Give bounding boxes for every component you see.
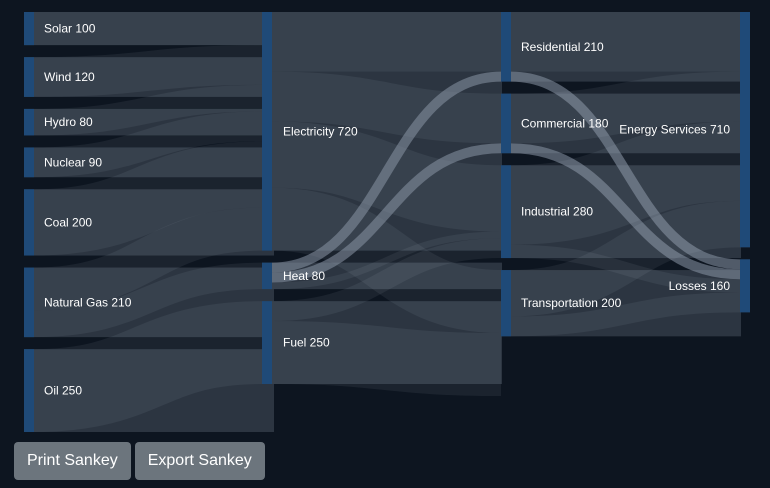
link-wind-to-electricity[interactable]: [33, 45, 263, 97]
node-residential[interactable]: [501, 12, 511, 82]
node-losses[interactable]: [740, 259, 750, 313]
node-industrial[interactable]: [501, 165, 511, 259]
link-natgas-to-electricity[interactable]: [33, 207, 263, 311]
node-label-losses: Losses 160: [669, 279, 731, 293]
node-nuclear[interactable]: [24, 147, 34, 178]
node-label-commercial: Commercial 180: [521, 116, 609, 130]
node-panel-oil: [24, 349, 274, 432]
link-electricity-to-transportation[interactable]: [271, 187, 502, 334]
export-sankey-button[interactable]: Export Sankey: [134, 442, 265, 480]
node-fuel[interactable]: [262, 301, 272, 384]
node-label-electricity: Electricity 720: [283, 124, 358, 138]
node-label-oil: Oil 250: [44, 384, 82, 398]
node-heat[interactable]: [262, 262, 272, 290]
link-heat-to-residential[interactable]: [271, 71, 502, 273]
node-natgas[interactable]: [24, 267, 34, 338]
link-industrial-to-losses[interactable]: [510, 244, 741, 293]
node-label-industrial: Industrial 280: [521, 205, 593, 219]
node-label-coal: Coal 200: [44, 215, 92, 229]
node-label-heat: Heat 80: [283, 269, 325, 283]
node-transportation[interactable]: [501, 270, 511, 337]
link-commercial-to-losses[interactable]: [510, 143, 741, 280]
link-transportation-to-losses[interactable]: [510, 292, 741, 337]
node-panel-nuclear: [24, 147, 274, 178]
node-panel-natgas: [24, 267, 274, 338]
link-residential-to-losses[interactable]: [510, 71, 741, 270]
node-panel-residential: [501, 12, 741, 82]
node-coal[interactable]: [24, 189, 34, 256]
node-label-hydro: Hydro 80: [44, 115, 93, 129]
node-panel-fuel: [262, 301, 502, 384]
node-solar[interactable]: [24, 12, 34, 46]
link-oil-to-fuel[interactable]: [33, 301, 263, 432]
sankey-links: [33, 11, 741, 432]
node-label-natgas: Natural Gas 210: [44, 295, 132, 309]
node-label-transportation: Transportation 200: [521, 296, 622, 310]
link-hydro-to-electricity[interactable]: [33, 84, 263, 136]
node-panel-hydro: [24, 108, 274, 136]
link-commercial-to-services[interactable]: [510, 71, 741, 144]
node-services[interactable]: [740, 12, 750, 248]
link-heat-to-commercial[interactable]: [271, 143, 502, 283]
node-panel-transportation: [501, 270, 741, 337]
print-sankey-button[interactable]: Print Sankey: [14, 442, 131, 480]
node-hydro[interactable]: [24, 108, 34, 136]
link-industrial-to-services[interactable]: [510, 121, 741, 245]
node-label-solar: Solar 100: [44, 22, 96, 36]
node-panel-commercial: [501, 93, 741, 154]
node-label-residential: Residential 210: [521, 40, 604, 54]
link-heat-to-industrial[interactable]: [271, 231, 502, 290]
link-coal-to-electricity[interactable]: [33, 141, 263, 256]
node-oil[interactable]: [24, 349, 34, 432]
node-electricity[interactable]: [262, 12, 272, 251]
link-fuel-to-transportation[interactable]: [271, 321, 502, 396]
link-transportation-to-services[interactable]: [510, 200, 741, 317]
node-label-fuel: Fuel 250: [283, 336, 330, 350]
node-label-nuclear: Nuclear 90: [44, 155, 102, 169]
node-panel-wind: [24, 57, 274, 97]
link-fuel-to-industrial[interactable]: [271, 238, 502, 322]
node-label-services: Energy Services 710: [619, 123, 730, 137]
node-panel-coal: [24, 189, 274, 256]
link-nuclear-to-electricity[interactable]: [33, 111, 263, 178]
node-panel-solar: [24, 12, 274, 46]
node-label-wind: Wind 120: [44, 70, 95, 84]
link-electricity-to-commercial[interactable]: [271, 71, 502, 144]
node-bars: [24, 12, 750, 432]
node-commercial[interactable]: [501, 93, 511, 154]
node-wind[interactable]: [24, 57, 34, 97]
link-natgas-to-heat[interactable]: [33, 262, 263, 338]
toolbar: Print Sankey Export Sankey: [14, 442, 265, 480]
